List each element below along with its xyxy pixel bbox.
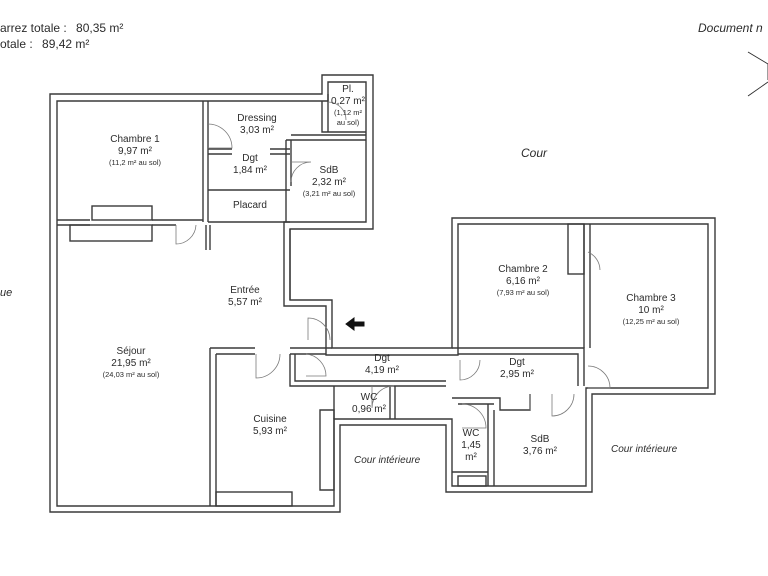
room-area: 1,84 m² xyxy=(233,165,267,176)
outdoor-cour: Cour xyxy=(521,146,548,160)
room-floor-area: (11,2 m² au sol) xyxy=(109,158,161,167)
north-arrow-icon xyxy=(747,51,768,97)
outdoor-cour-interieure-2: Cour intérieure xyxy=(611,444,678,455)
room-chambre-3: Chambre 3 10 m² (12,25 m² au sol) xyxy=(606,293,696,327)
room-area: 0,27 m² xyxy=(331,96,365,107)
document-label: Document n xyxy=(698,21,763,35)
outdoor-cour-interieure-1: Cour intérieure xyxy=(354,455,421,466)
door-chambre2 xyxy=(459,359,481,381)
room-name: SdB xyxy=(319,165,339,176)
room-area: 2,32 m² xyxy=(312,177,346,188)
room-area: 3,03 m² xyxy=(240,125,274,136)
room-floor-area: (12,25 m² au sol) xyxy=(622,317,680,326)
door-chambre1 xyxy=(175,224,197,245)
outdoor-left-edge: ue xyxy=(0,287,13,299)
door-wc2 xyxy=(461,403,487,429)
room-name: Chambre 3 xyxy=(626,293,676,304)
room-area: 4,19 m² xyxy=(365,365,399,376)
room-wc-1: WC 0,96 m² xyxy=(344,392,394,416)
carrez-total-label: arrez totale : xyxy=(0,21,67,35)
room-name: Séjour xyxy=(116,346,146,357)
room-sejour: Séjour 21,95 m² (24,03 m² au sol) xyxy=(86,346,176,380)
room-name: SdB xyxy=(530,434,550,445)
surface-total-value: 89,42 m² xyxy=(42,37,90,51)
carrez-total: arrez totale : 80,35 m² xyxy=(0,21,123,35)
room-name: Dgt xyxy=(242,153,258,164)
door-sdb2 xyxy=(551,393,575,417)
room-name: Placard xyxy=(233,200,267,211)
room-floor-area: (7,93 m² au sol) xyxy=(496,288,550,297)
door-sdb1 xyxy=(290,161,312,183)
room-floor-area: (1,12 m² xyxy=(334,108,362,117)
room-name: WC xyxy=(462,428,480,439)
door-cuisine xyxy=(255,353,281,379)
room-area: 3,76 m² xyxy=(523,446,557,457)
room-floor-area: (24,03 m² au sol) xyxy=(102,370,160,379)
carrez-total-value: 80,35 m² xyxy=(76,21,124,35)
door-entree xyxy=(307,317,331,341)
room-area: 10 m² xyxy=(638,305,664,316)
room-name: Entrée xyxy=(230,285,260,296)
room-chambre-2: Chambre 2 6,16 m² (7,93 m² au sol) xyxy=(480,264,566,298)
room-sdb-1: SdB 2,32 m² (3,21 m² au sol) xyxy=(294,165,364,199)
room-wc-2: WC 1,45 m² xyxy=(454,428,488,464)
room-area: 5,93 m² xyxy=(253,426,287,437)
door-dressing xyxy=(207,123,233,149)
room-area: 6,16 m² xyxy=(506,276,540,287)
entry-arrow-icon xyxy=(345,317,365,331)
door-chambre3b xyxy=(587,251,601,271)
room-sdb-2: SdB 3,76 m² xyxy=(510,434,570,458)
outer-wall-left-block xyxy=(49,74,716,513)
room-floor-area: (3,21 m² au sol) xyxy=(302,189,356,198)
room-degagement-2: Dgt 4,19 m² xyxy=(352,353,412,377)
room-area: 5,57 m² xyxy=(228,297,262,308)
room-name: Dressing xyxy=(237,113,277,124)
room-dressing: Dressing 3,03 m² xyxy=(222,113,292,137)
room-area-unit: m² xyxy=(465,452,477,463)
room-cuisine: Cuisine 5,93 m² xyxy=(240,414,300,438)
room-name: Chambre 1 xyxy=(110,134,160,145)
inner-wall-left-block xyxy=(56,81,709,507)
surface-total: otale : 89,42 m² xyxy=(0,37,89,51)
room-chambre-1: Chambre 1 9,97 m² (11,2 m² au sol) xyxy=(90,134,180,168)
room-name: Pl. xyxy=(342,84,354,95)
door-chambre3 xyxy=(587,365,611,389)
room-degagement-1: Dgt 1,84 m² xyxy=(224,153,276,177)
room-area: 2,95 m² xyxy=(500,369,534,380)
room-placard-pl: Pl. 0,27 m² (1,12 m² au sol) xyxy=(326,84,370,128)
room-floor-area: au sol) xyxy=(336,118,360,127)
room-placard: Placard xyxy=(220,200,280,212)
door-pl xyxy=(327,101,347,121)
room-area: 1,45 xyxy=(461,440,481,451)
door-wc1 xyxy=(371,385,395,409)
room-name: Dgt xyxy=(509,357,525,368)
room-entree: Entrée 5,57 m² xyxy=(215,285,275,309)
room-name: Chambre 2 xyxy=(498,264,548,275)
room-area: 21,95 m² xyxy=(111,358,151,369)
room-name: Dgt xyxy=(374,353,390,364)
room-area: 9,97 m² xyxy=(118,146,152,157)
room-name: WC xyxy=(360,392,378,403)
door-dgt2 xyxy=(305,353,327,377)
room-degagement-3: Dgt 2,95 m² xyxy=(490,357,544,381)
room-name: Cuisine xyxy=(253,414,287,425)
room-area: 0,96 m² xyxy=(352,404,386,415)
surface-total-label: otale : xyxy=(0,37,33,51)
